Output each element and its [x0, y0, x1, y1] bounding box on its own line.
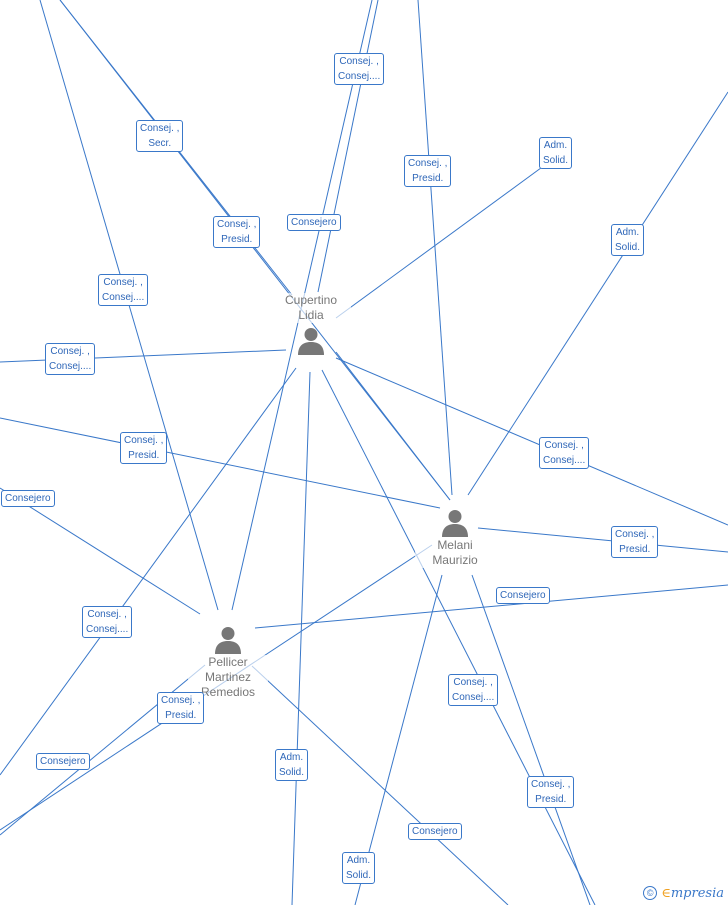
relation-label-line: Presid.	[221, 234, 253, 245]
relation-label-line: Consej. ,	[103, 277, 143, 288]
relation-label-line: Presid.	[535, 794, 567, 805]
edge	[291, 371, 311, 905]
relation-label-line: Consej. ,	[531, 779, 571, 790]
relation-label-line: Consej. ,	[339, 56, 379, 67]
relation-label[interactable]: Consejero	[408, 823, 462, 840]
relation-label-line: Presid.	[128, 450, 160, 461]
person-node-pellicer-martinez-remedios[interactable]: Pellicer Martinez Remedios	[188, 625, 268, 700]
relation-label-line: Consej. ,	[124, 435, 164, 446]
relation-label-line: Solid.	[615, 242, 641, 253]
relation-label[interactable]: Consej. , Consej....	[539, 437, 590, 469]
relation-label-line: Solid.	[279, 767, 305, 778]
edge	[335, 357, 728, 526]
relation-label-line: Presid.	[165, 710, 197, 721]
relation-label-line: Adm.	[279, 752, 304, 763]
relation-label-line: Consej. ,	[87, 609, 127, 620]
relation-label-line: Presid.	[412, 173, 444, 184]
relation-label-line: Consej. ,	[161, 695, 201, 706]
edge	[321, 369, 596, 905]
relation-label[interactable]: Adm. Solid.	[611, 224, 645, 256]
person-name: Melani	[415, 538, 495, 553]
edge	[471, 574, 591, 905]
relation-label-line: Presid.	[619, 544, 651, 555]
person-node-melani-maurizio[interactable]: Melani Maurizio	[415, 508, 495, 568]
relation-label-line: Consejero	[5, 493, 51, 504]
relation-label-line: Consej....	[102, 292, 145, 303]
person-icon	[215, 627, 241, 654]
copyright-icon: ©	[643, 886, 658, 900]
relation-label-line: Consej. ,	[544, 440, 584, 451]
relation-label[interactable]: Consej. , Consej....	[448, 674, 499, 706]
edge	[467, 91, 728, 496]
relation-label[interactable]: Consejero	[496, 587, 550, 604]
relation-label[interactable]: Consejero	[36, 753, 90, 770]
edge	[0, 417, 441, 509]
person-icon	[298, 328, 324, 355]
relation-label[interactable]: Consej. , Secr.	[136, 120, 184, 152]
relation-label[interactable]: Consej. , Consej....	[45, 343, 96, 375]
brand-logo-e: ∈	[661, 886, 671, 901]
relation-label[interactable]: Consej. , Presid.	[157, 692, 205, 724]
edge	[251, 665, 509, 905]
relation-label-line: Solid.	[543, 155, 569, 166]
relation-label[interactable]: Consej. , Presid.	[527, 776, 575, 808]
edge	[0, 487, 201, 615]
person-name: Pellicer	[188, 655, 268, 670]
edge	[317, 0, 379, 293]
relation-label-line: Consejero	[412, 826, 458, 837]
person-icon	[442, 510, 468, 537]
relation-label[interactable]: Adm. Solid.	[275, 749, 309, 781]
edge	[335, 164, 546, 319]
edge	[254, 584, 728, 629]
relation-label-line: Consejero	[500, 590, 546, 601]
relation-label-line: Consejero	[40, 756, 86, 767]
relation-label[interactable]: Consej. , Consej....	[334, 53, 385, 85]
empresia-watermark: ©∈mpresia	[643, 885, 724, 901]
relation-label-line: Consejero	[291, 217, 337, 228]
edge	[477, 527, 728, 553]
relation-label[interactable]: Consej. , Presid.	[611, 526, 659, 558]
relation-label[interactable]: Consejero	[287, 214, 341, 231]
relation-label-line: Consej. ,	[408, 158, 448, 169]
relation-label-line: Consej. ,	[140, 123, 180, 134]
person-name: Remedios	[188, 685, 268, 700]
relation-label-line: Consej. ,	[50, 346, 90, 357]
brand-name: mpresia	[670, 886, 724, 901]
person-name: Maurizio	[415, 553, 495, 568]
relation-label-line: Consej....	[543, 455, 586, 466]
person-name: Lidia	[271, 308, 351, 323]
edge	[0, 367, 297, 776]
edge	[417, 0, 453, 496]
edge	[0, 664, 206, 836]
relation-label-line: Solid.	[346, 870, 372, 881]
relation-label-line: Consej. ,	[217, 219, 257, 230]
relation-label[interactable]: Consej. , Presid.	[120, 432, 168, 464]
relation-label[interactable]: Consej. , Presid.	[404, 155, 452, 187]
relation-label-line: Adm.	[543, 140, 568, 151]
relation-label-line: Adm.	[615, 227, 640, 238]
relation-label[interactable]: Consej. , Presid.	[213, 216, 261, 248]
relation-label-line: Consej....	[86, 624, 129, 635]
relation-label[interactable]: Consej. , Consej....	[82, 606, 133, 638]
relation-label-line: Consej....	[338, 71, 381, 82]
relation-label[interactable]: Consej. , Consej....	[98, 274, 149, 306]
relation-label-line: Secr.	[148, 138, 172, 149]
relation-label-line: Adm.	[346, 855, 371, 866]
relation-label[interactable]: Adm. Solid.	[342, 852, 376, 884]
relation-label-line: Consej....	[452, 692, 495, 703]
relation-label[interactable]: Adm. Solid.	[539, 137, 573, 169]
edge	[59, 0, 451, 501]
relation-label-line: Consej. ,	[453, 677, 493, 688]
relation-label-line: Consej. ,	[615, 529, 655, 540]
person-name: Cupertino	[271, 293, 351, 308]
relation-label-line: Consej....	[49, 361, 92, 372]
person-node-cupertino-lidia[interactable]: Cupertino Lidia	[271, 293, 351, 356]
relation-label[interactable]: Consejero	[1, 490, 55, 507]
edge	[354, 574, 443, 905]
person-name: Martinez	[188, 670, 268, 685]
